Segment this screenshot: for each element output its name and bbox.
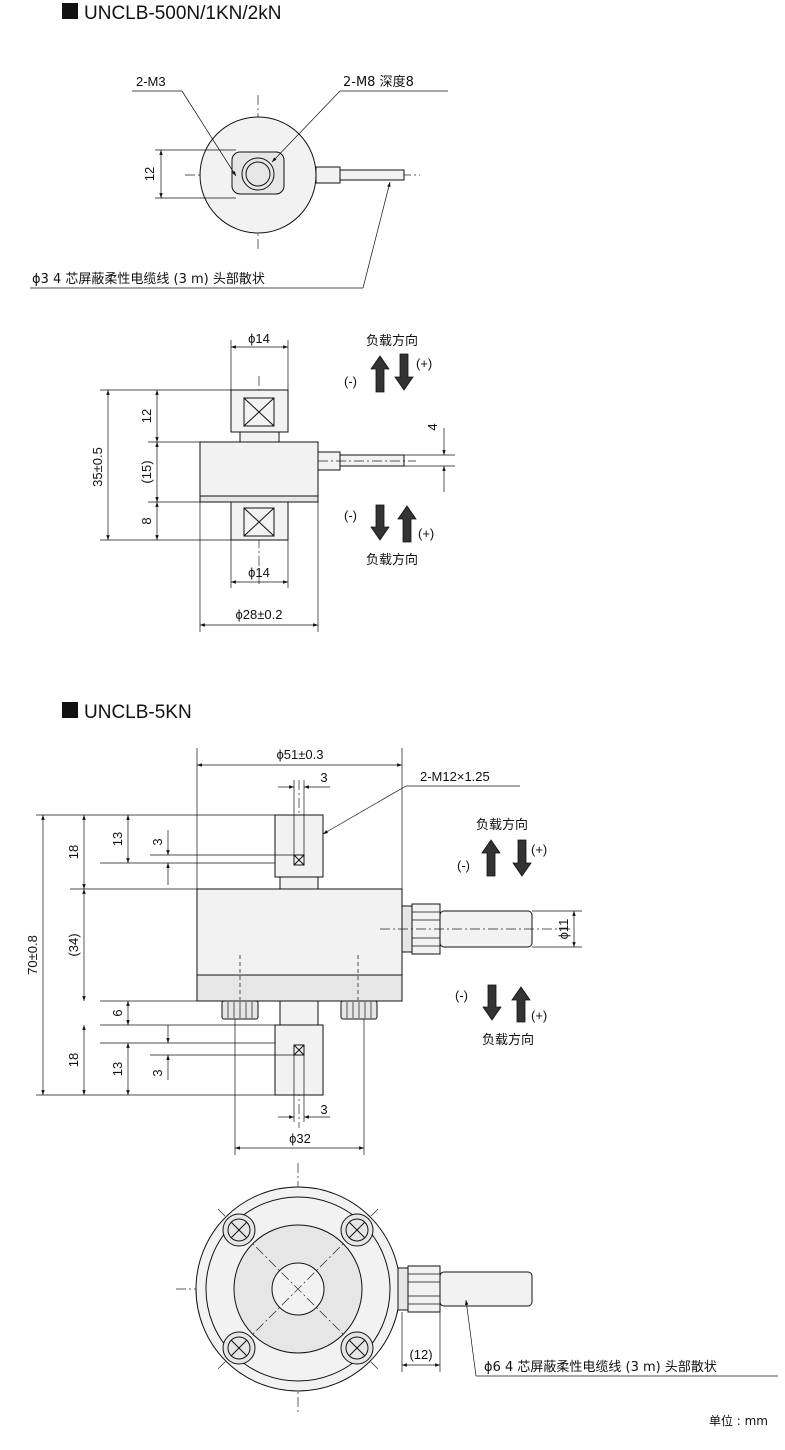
s2-load-lower-plus: (+) xyxy=(531,1008,547,1023)
s1-dim-phi28: ϕ28±0.2 xyxy=(236,607,283,622)
arrow-down-icon xyxy=(482,984,502,1021)
s1-label-m8: 2-M8 深度8 xyxy=(343,74,414,90)
s2-dim-3-left-top: 3 xyxy=(150,838,165,845)
s1-body xyxy=(199,441,319,501)
bolt-bottom-left xyxy=(222,1331,256,1365)
s1-dim-15: (15) xyxy=(139,460,154,483)
s1-load-upper-minus: (-) xyxy=(344,374,357,389)
arrow-up-icon xyxy=(511,986,531,1023)
s2-load-lower-label: 负载方向 xyxy=(482,1032,534,1048)
bolt-top-right xyxy=(340,1213,374,1247)
s2-bottom-cable-gland xyxy=(407,1265,441,1313)
unit-label: 单位 : mm xyxy=(709,1413,768,1428)
s1-dim-phi14-top: ϕ14 xyxy=(248,331,270,346)
s1-side-cable xyxy=(339,454,405,467)
s1-top-dim-12: 12 xyxy=(142,167,157,181)
s2-load-upper-minus: (-) xyxy=(457,858,470,873)
s2-dim-3-bottom: 3 xyxy=(320,1102,327,1117)
s2-dim-3-left-bottom: 3 xyxy=(150,1069,165,1076)
s2-dim-18-bottom: 18 xyxy=(66,1053,81,1067)
bolt-bottom-right xyxy=(340,1331,374,1365)
s2-top-stud xyxy=(274,814,324,878)
s1-load-lower-label: 负载方向 xyxy=(366,552,418,568)
bolt-top-left xyxy=(222,1213,256,1247)
s2-side-view: ϕ51±0.3 3 2-M12×1.25 70±0.8 18 (34) 18 1… xyxy=(25,747,582,1155)
s2-dim-18-top: 18 xyxy=(66,845,81,859)
arrow-down-icon xyxy=(512,839,532,877)
title-square-icon xyxy=(62,3,78,19)
s1-m8-hole xyxy=(241,157,275,191)
s2-dim-phi32: ϕ32 xyxy=(289,1131,311,1146)
s1-cable-note: ϕ3 4 芯屏蔽柔性电缆线 (3 m) 头部散状 xyxy=(32,271,265,287)
s2-load-direction-lower: (-) (+) 负载方向 xyxy=(455,984,547,1048)
s1-load-direction-lower: (-) (+) 负载方向 xyxy=(344,504,434,568)
s2-bottom-view: (12) ϕ6 4 芯屏蔽柔性电缆线 (3 m) 头部散状 xyxy=(176,1163,778,1415)
arrow-down-icon xyxy=(370,504,390,541)
s1-load-direction-upper: 负载方向 (-) (+) xyxy=(344,333,432,393)
section2-title-text: UNCLB-5KN xyxy=(84,702,192,723)
s2-load-lower-minus: (-) xyxy=(455,988,468,1003)
s2-dim-34: (34) xyxy=(66,933,81,956)
title-square-icon xyxy=(62,702,78,718)
s2-dim-12: (12) xyxy=(409,1347,432,1362)
arrow-down-icon xyxy=(394,353,414,391)
s1-load-upper-label: 负载方向 xyxy=(366,333,418,349)
s2-dim-phi51: ϕ51±0.3 xyxy=(277,747,324,762)
s1-dim-phi14-bottom: ϕ14 xyxy=(248,565,270,580)
s1-top-neck xyxy=(239,431,280,443)
arrow-up-icon xyxy=(370,355,390,393)
arrow-up-icon xyxy=(397,505,417,543)
s1-load-upper-plus: (+) xyxy=(416,356,432,371)
s2-dim-70: 70±0.8 xyxy=(25,935,40,975)
s1-dim-12: 12 xyxy=(139,409,154,423)
s2-dim-13-bottom: 13 xyxy=(110,1062,125,1076)
s1-dim-35: 35±0.5 xyxy=(90,447,105,487)
section1-title-text: UNCLB-500N/1KN/2kN xyxy=(84,3,281,24)
s2-load-upper-plus: (+) xyxy=(531,842,547,857)
section2-title: UNCLB-5KN xyxy=(62,702,192,723)
s1-load-lower-minus: (-) xyxy=(344,508,357,523)
s1-top-cable-gland xyxy=(315,166,341,184)
s1-dim-4: 4 xyxy=(425,423,440,430)
s2-cable-note: ϕ6 4 芯屏蔽柔性电缆线 (3 m) 头部散状 xyxy=(484,1359,717,1375)
s2-bottom-stud xyxy=(274,1024,324,1096)
arrow-up-icon xyxy=(481,839,501,877)
s2-load-upper-label: 负载方向 xyxy=(476,817,528,833)
s2-dim-6: 6 xyxy=(110,1009,125,1016)
s2-load-direction-upper: 负载方向 (-) (+) xyxy=(457,817,547,877)
s2-dim-3-top: 3 xyxy=(320,770,327,785)
s2-label-m12: 2-M12×1.25 xyxy=(420,769,490,784)
s1-side-view: ϕ14 ϕ14 ϕ28±0.2 35±0.5 12 (15) 8 4 xyxy=(90,331,455,632)
s2-bottom-cable xyxy=(439,1271,533,1307)
s1-top-view: 12 2-M3 2-M8 深度8 ϕ3 4 芯屏蔽柔性电缆线 (3 m) 头部散… xyxy=(30,74,448,289)
s1-top-cable xyxy=(339,169,405,181)
s1-load-lower-plus: (+) xyxy=(418,526,434,541)
s2-dim-13-top: 13 xyxy=(110,832,125,846)
s1-label-m3: 2-M3 xyxy=(136,74,166,89)
section1-title: UNCLB-500N/1KN/2kN xyxy=(62,3,281,24)
s1-dim-8: 8 xyxy=(139,517,154,524)
s2-dim-phi11: ϕ11 xyxy=(556,919,571,940)
